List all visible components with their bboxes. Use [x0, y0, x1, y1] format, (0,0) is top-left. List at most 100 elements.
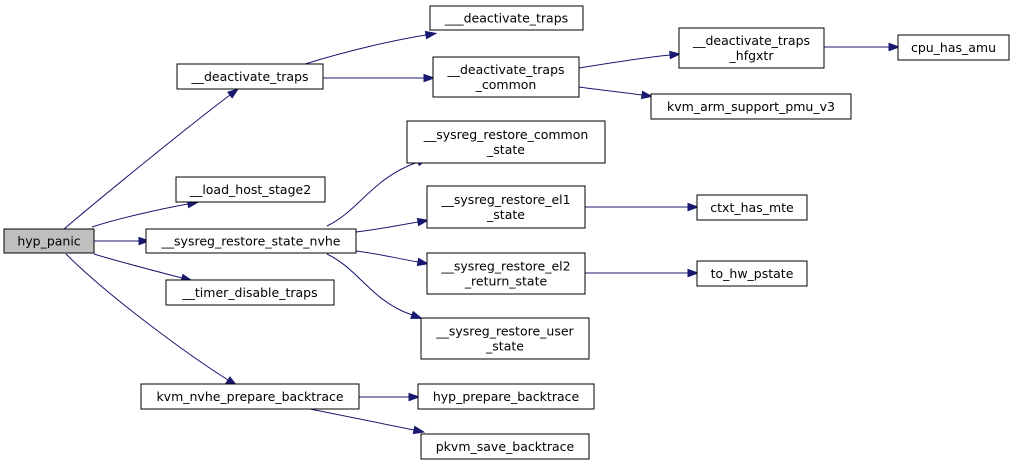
node-box	[3, 228, 95, 254]
node-label: __timer_disable_traps	[181, 285, 317, 300]
edge-line	[578, 86, 643, 96]
node-kvm-arm-support-pmu-v3[interactable]: kvm_arm_support_pmu_v3	[650, 93, 852, 120]
node-label: __deactivate_traps	[190, 69, 308, 84]
edge-sysreg_restore_state_nvhe-to-sysreg_restore_el1_state	[355, 217, 430, 233]
node-label: cpu_has_amu	[911, 40, 996, 55]
node-label: hyp_panic	[17, 234, 80, 249]
arrowhead-icon	[423, 73, 436, 83]
node-box	[897, 34, 1010, 61]
edge-deactivate_traps_hfgxtr-to-cpu_has_amu	[824, 42, 901, 52]
node-box	[650, 93, 852, 120]
node-pkvm-save-backtrace[interactable]: pkvm_save_backtrace	[420, 433, 590, 460]
node-deactivate-traps-common[interactable]: __deactivate_traps_common	[432, 56, 580, 98]
edge-kvm_nvhe_prepare_backtrace-to-pkvm_save_backtrace	[309, 408, 426, 435]
node-sysreg-restore-el2-return-state[interactable]: __sysreg_restore_el2_return_state	[426, 252, 586, 295]
node-label: _state	[486, 142, 525, 157]
node-sysreg-restore-el1-state[interactable]: __sysreg_restore_el1_state	[426, 185, 586, 229]
node-label: _hfgxtr	[729, 48, 775, 63]
node-hyp-prepare-backtrace[interactable]: hyp_prepare_backtrace	[417, 383, 595, 410]
node-label: _return_state	[464, 274, 548, 289]
edge-hyp_panic-to-load_host_stage2	[91, 199, 200, 228]
edge-line	[326, 161, 419, 227]
node-label: to_hw_pstate	[711, 266, 794, 281]
arrowhead-icon	[669, 50, 682, 60]
node-hyp-panic[interactable]: hyp_panic	[3, 228, 95, 254]
node-label: kvm_arm_support_pmu_v3	[667, 99, 835, 114]
edge-kvm_nvhe_prepare_backtrace-to-hyp_prepare_backtrace	[359, 392, 421, 402]
node-box	[175, 176, 326, 203]
edge-line	[304, 34, 427, 65]
edge-hyp_panic-to-sysreg_restore_state_nvhe	[94, 236, 151, 246]
node-box	[140, 383, 360, 410]
arrowhead-icon	[888, 42, 901, 52]
node-ctxt-has-mte[interactable]: ctxt_has_mte	[696, 194, 808, 221]
node-label: __sysreg_restore_common	[423, 127, 589, 142]
edge-deactivate_traps-to-deactivate_traps_common	[322, 73, 436, 83]
node-load-host-stage2[interactable]: __load_host_stage2	[175, 176, 326, 203]
node-label: kvm_nvhe_prepare_backtrace	[156, 389, 343, 404]
node-label: __load_host_stage2	[189, 182, 311, 197]
node-label: __sysreg_restore_el2	[440, 259, 570, 274]
arrowhead-icon	[687, 268, 700, 278]
edge-line	[326, 253, 413, 316]
node-label: __sysreg_restore_user	[435, 324, 574, 339]
edge-line	[355, 250, 419, 263]
arrowhead-icon	[227, 88, 240, 99]
node-label: __sysreg_restore_state_nvhe	[161, 234, 341, 249]
node-label: _state	[486, 207, 525, 222]
edge-line	[309, 408, 415, 431]
edge-hyp_panic-to-deactivate_traps	[63, 88, 240, 230]
edge-line	[65, 253, 229, 381]
edge-sysreg_restore_state_nvhe-to-sysreg_restore_el2_return_state	[355, 250, 430, 267]
node-deactivate-traps-hfgxtr[interactable]: __deactivate_traps_hfgxtr	[678, 27, 825, 69]
node-timer-disable-traps[interactable]: __timer_disable_traps	[165, 279, 335, 306]
node-box	[420, 433, 590, 460]
node-box	[406, 120, 606, 164]
edge-sysreg_restore_state_nvhe-to-sysreg_restore_user_state	[326, 253, 423, 319]
node-label: __deactivate_traps	[692, 33, 810, 48]
arrowhead-icon	[687, 202, 700, 212]
edge-line	[91, 203, 189, 228]
edge-line	[93, 253, 183, 279]
node-cpu-has-amu[interactable]: cpu_has_amu	[897, 34, 1010, 61]
node-label: ctxt_has_mte	[710, 200, 794, 215]
arrowhead-icon	[416, 257, 430, 267]
arrowhead-icon	[424, 30, 438, 40]
edge-deactivate_traps_common-to-deactivate_traps_hfgxtr	[578, 50, 682, 69]
node-label: _state	[485, 339, 524, 354]
node-sysreg-restore-user-state[interactable]: __sysreg_restore_user_state	[420, 317, 590, 360]
node-label: ___deactivate_traps	[444, 11, 568, 26]
arrowhead-icon	[138, 236, 151, 246]
node-box	[696, 194, 808, 221]
node-box	[426, 252, 586, 295]
node-box	[420, 317, 590, 360]
nodes-layer: hyp_panic __deactivate_traps ___deactivate…	[3, 5, 1010, 460]
arrowhead-icon	[416, 217, 430, 227]
node-box	[165, 279, 335, 306]
edge-deactivate_traps-to-deactivate_traps_3u	[304, 30, 438, 65]
node-deactivate-traps[interactable]: __deactivate_traps	[176, 63, 324, 90]
node-to-hw-pstate[interactable]: to_hw_pstate	[696, 260, 808, 287]
edge-sysreg_restore_el1_state-to-ctxt_has_mte	[584, 202, 700, 212]
node-label: pkvm_save_backtrace	[436, 439, 575, 454]
node-box	[176, 63, 324, 90]
node-box	[429, 5, 584, 31]
node-sysreg-restore-common-state[interactable]: __sysreg_restore_common_state	[406, 120, 606, 164]
edge-hyp_panic-to-kvm_nvhe_prepare_backtrace	[65, 253, 238, 387]
node-box	[678, 27, 825, 69]
node-sysreg-restore-state-nvhe[interactable]: __sysreg_restore_state_nvhe	[145, 228, 357, 254]
edge-hyp_panic-to-timer_disable_traps	[93, 253, 194, 283]
node-deactivate-traps-3u[interactable]: ___deactivate_traps	[429, 5, 584, 31]
node-box	[145, 228, 357, 254]
node-box	[696, 260, 808, 287]
arrowhead-icon	[412, 425, 426, 435]
node-box	[426, 185, 586, 229]
edge-line	[63, 94, 231, 230]
node-label: hyp_prepare_backtrace	[433, 389, 580, 404]
node-box	[432, 56, 580, 98]
node-kvm-nvhe-prepare-backtrace[interactable]: kvm_nvhe_prepare_backtrace	[140, 383, 360, 410]
edge-sysreg_restore_state_nvhe-to-sysreg_restore_common_state	[326, 158, 429, 227]
edge-line	[355, 221, 419, 233]
arrowhead-icon	[410, 310, 423, 319]
